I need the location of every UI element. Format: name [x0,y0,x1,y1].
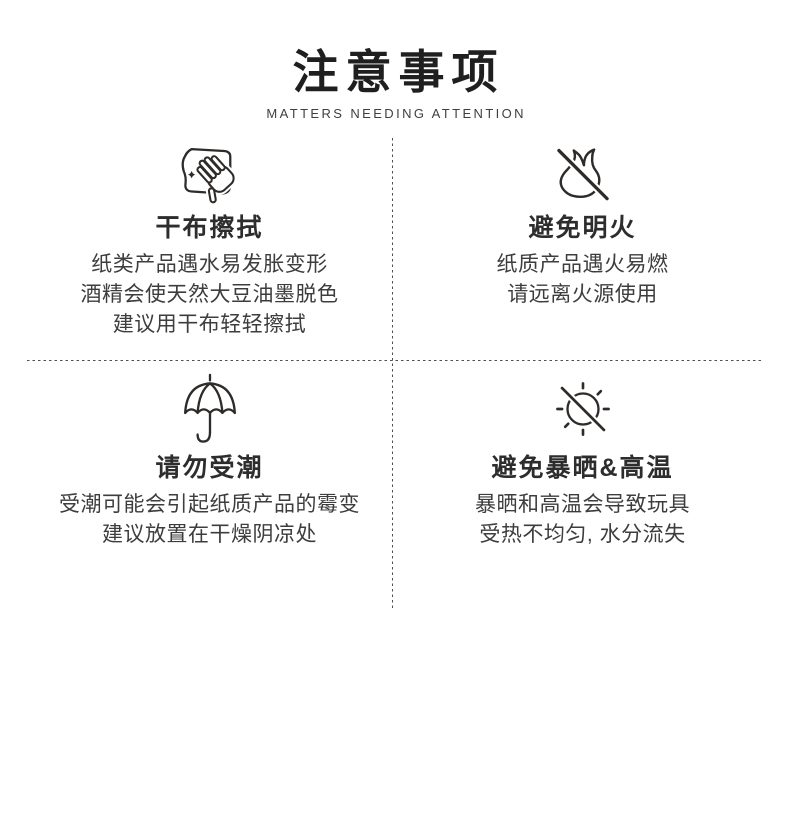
description-line: 受热不均匀, 水分流失 [479,522,686,546]
description-line: 暴晒和高温会导致玩具 [475,492,690,516]
notice-card-title: 避免暴晒&高温 [491,453,674,482]
description-line: 建议用干布轻轻擦拭 [112,312,307,336]
description-line: 请远离火源使用 [507,282,658,306]
notice-card-description: 暴晒和高温会导致玩具 受热不均匀, 水分流失 [475,490,690,550]
notice-card-title: 避免明火 [528,213,637,242]
notice-card-no-flame: 避免明火 纸质产品遇火易燃 请远离火源使用 [393,138,790,360]
notice-card-description: 纸质产品遇火易燃 请远离火源使用 [497,250,669,310]
page-header: 注意事项 MATTERS NEEDING ATTENTION [0,0,790,121]
description-line: 酒精会使天然大豆油墨脱色 [80,282,339,306]
horizontal-dashed-divider [27,359,763,361]
notice-card-description: 受潮可能会引起纸质产品的霉变 建议放置在干燥阴凉处 [59,490,360,550]
notice-card-no-damp: 请勿受潮 受潮可能会引起纸质产品的霉变 建议放置在干燥阴凉处 [0,360,393,608]
page-title: 注意事项 [292,46,505,98]
notice-card-dry-wipe: 干布擦拭 纸类产品遇水易发胀变形 酒精会使天然大豆油墨脱色 建议用干布轻轻擦拭 [0,138,393,360]
page-subtitle: MATTERS NEEDING ATTENTION [266,105,526,121]
notice-card-title: 干布擦拭 [155,213,264,242]
notice-grid: 干布擦拭 纸类产品遇水易发胀变形 酒精会使天然大豆油墨脱色 建议用干布轻轻擦拭 … [0,137,790,608]
notice-card-description: 纸类产品遇水易发胀变形 酒精会使天然大豆油墨脱色 建议用干布轻轻擦拭 [81,250,339,340]
umbrella-icon [179,368,241,450]
notice-card-title: 请勿受潮 [155,453,264,482]
no-open-flame-icon [546,140,620,212]
notice-card-no-sun: 避免暴晒&高温 暴晒和高温会导致玩具 受热不均匀, 水分流失 [393,360,790,608]
description-line: 建议放置在干燥阴凉处 [102,522,317,546]
description-line: 纸类产品遇水易发胀变形 [91,252,328,276]
no-sun-exposure-icon [552,368,614,450]
cloth-hand-wipe-icon [172,140,248,212]
description-line: 受潮可能会引起纸质产品的霉变 [59,492,360,516]
vertical-dashed-divider [392,137,393,608]
description-line: 纸质产品遇火易燃 [496,252,669,276]
